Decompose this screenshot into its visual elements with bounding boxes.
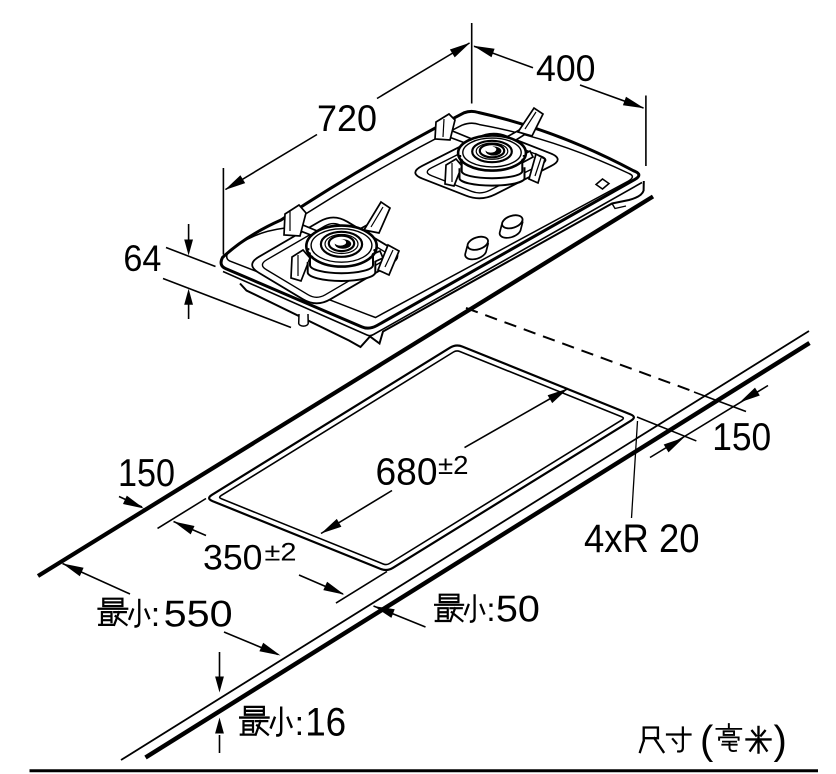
svg-text:4xR 20: 4xR 20 <box>584 517 700 561</box>
svg-text:150: 150 <box>118 452 175 495</box>
svg-text:): ) <box>774 719 787 763</box>
svg-text:680: 680 <box>376 452 438 494</box>
svg-text:±2: ±2 <box>438 450 469 480</box>
svg-text::: : <box>151 596 160 634</box>
svg-text:(: ( <box>700 719 714 763</box>
svg-text:550: 550 <box>164 593 233 634</box>
svg-text::: : <box>486 591 495 628</box>
svg-text:720: 720 <box>317 97 377 139</box>
svg-text:±2: ±2 <box>265 539 297 567</box>
svg-text:64: 64 <box>123 238 161 279</box>
svg-text::: : <box>295 705 304 743</box>
svg-text:16: 16 <box>305 700 346 744</box>
svg-text:350: 350 <box>203 539 263 578</box>
svg-text:50: 50 <box>496 588 540 630</box>
svg-text:150: 150 <box>712 416 771 459</box>
svg-text:400: 400 <box>536 48 596 89</box>
